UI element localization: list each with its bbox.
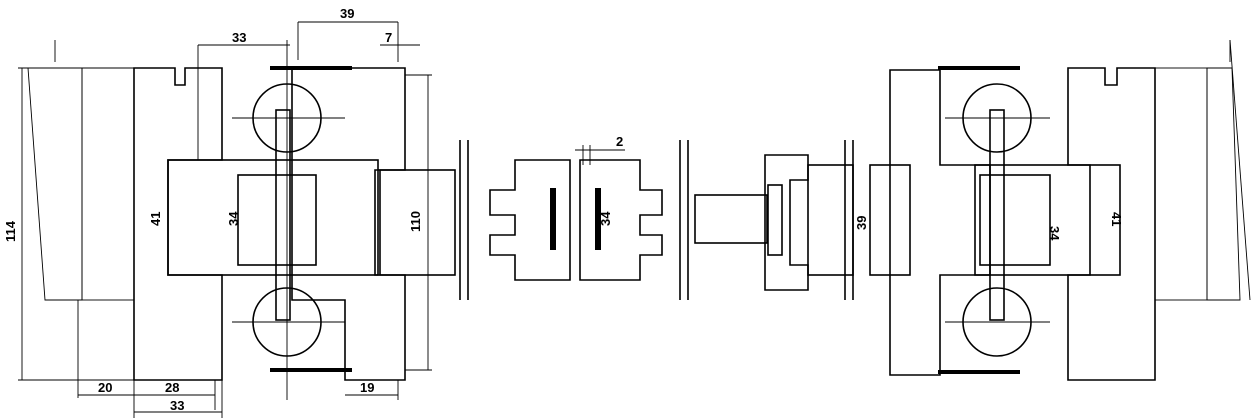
left-joint-section — [27, 40, 406, 400]
dim-bottom-19: 19 — [360, 380, 374, 395]
right-insulation — [1154, 67, 1208, 301]
mid-mesh — [694, 194, 768, 244]
left-insulation — [81, 67, 135, 301]
dim-mid-110: 110 — [408, 211, 423, 232]
dimension-labels: 33 39 7 114 110 2 39 20 28 19 33 41 34 3… — [3, 6, 1124, 413]
right-concrete — [1206, 67, 1241, 301]
mid-gap-left — [379, 169, 456, 276]
left-core-inner — [237, 174, 317, 266]
dim-inner-mid-34: 34 — [598, 211, 613, 226]
left-outer-profile — [291, 67, 406, 381]
right-joint-section — [869, 39, 1251, 381]
dim-bottom-20: 20 — [98, 380, 112, 395]
mid-bracket — [764, 154, 809, 291]
right-center-plate — [989, 109, 1005, 321]
dim-inner-left-34: 34 — [226, 211, 241, 226]
right-core-inner — [979, 174, 1051, 266]
left-center-plate — [275, 109, 291, 321]
dim-inner-right-41: 41 — [1109, 212, 1124, 226]
mid-joint-section — [379, 140, 854, 300]
dim-left-114: 114 — [3, 220, 18, 242]
dim-right-39: 39 — [854, 216, 869, 230]
mid-gap-right — [807, 164, 854, 276]
dim-top-33: 33 — [232, 30, 246, 45]
dim-top-39: 39 — [340, 6, 354, 21]
dim-bottom-28: 28 — [165, 380, 179, 395]
dim-inner-right-34: 34 — [1047, 226, 1062, 241]
mid-right-profile — [579, 159, 663, 281]
right-core-block — [974, 164, 1121, 276]
dim-mid-2: 2 — [616, 134, 623, 149]
mid-left-profile — [489, 159, 571, 281]
dim-bottom-33: 33 — [170, 398, 184, 413]
dimension-lines — [18, 21, 1231, 418]
dim-top-7: 7 — [385, 30, 392, 45]
left-concrete — [27, 67, 83, 301]
left-core-block — [167, 159, 379, 276]
dim-inner-left-41: 41 — [148, 212, 163, 226]
